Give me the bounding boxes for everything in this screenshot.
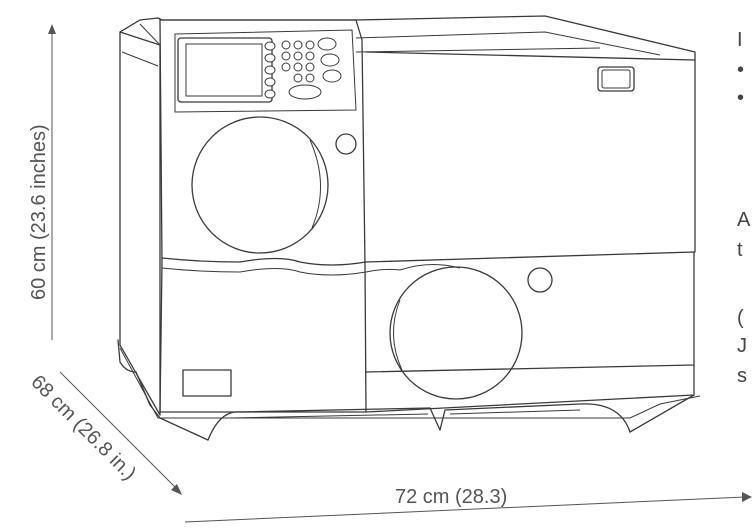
side-text-line: A bbox=[737, 209, 751, 231]
height-label: 60 cm (23.6 inches) bbox=[28, 124, 50, 300]
side-text-line: ( bbox=[737, 307, 744, 329]
side-text-line: s bbox=[737, 365, 747, 387]
side-text-line: J bbox=[737, 335, 747, 357]
side-text-line: • bbox=[737, 59, 744, 81]
depth-dimension: 68 cm (26.8 in.) bbox=[26, 371, 182, 495]
softkeys bbox=[264, 41, 276, 99]
height-dimension: 60 cm (23.6 inches) bbox=[28, 24, 56, 340]
side-text-line: t bbox=[737, 239, 743, 261]
side-text: I • • A t ( J s bbox=[737, 29, 751, 387]
width-label: 72 cm (28.3) bbox=[395, 486, 507, 508]
depth-label: 68 cm (26.8 in.) bbox=[26, 371, 140, 485]
width-dimension: 72 cm (28.3) bbox=[184, 486, 752, 523]
side-text-line: • bbox=[737, 87, 744, 109]
keypad bbox=[281, 37, 342, 100]
instrument-body bbox=[117, 15, 701, 441]
side-text-line: I bbox=[737, 29, 743, 51]
